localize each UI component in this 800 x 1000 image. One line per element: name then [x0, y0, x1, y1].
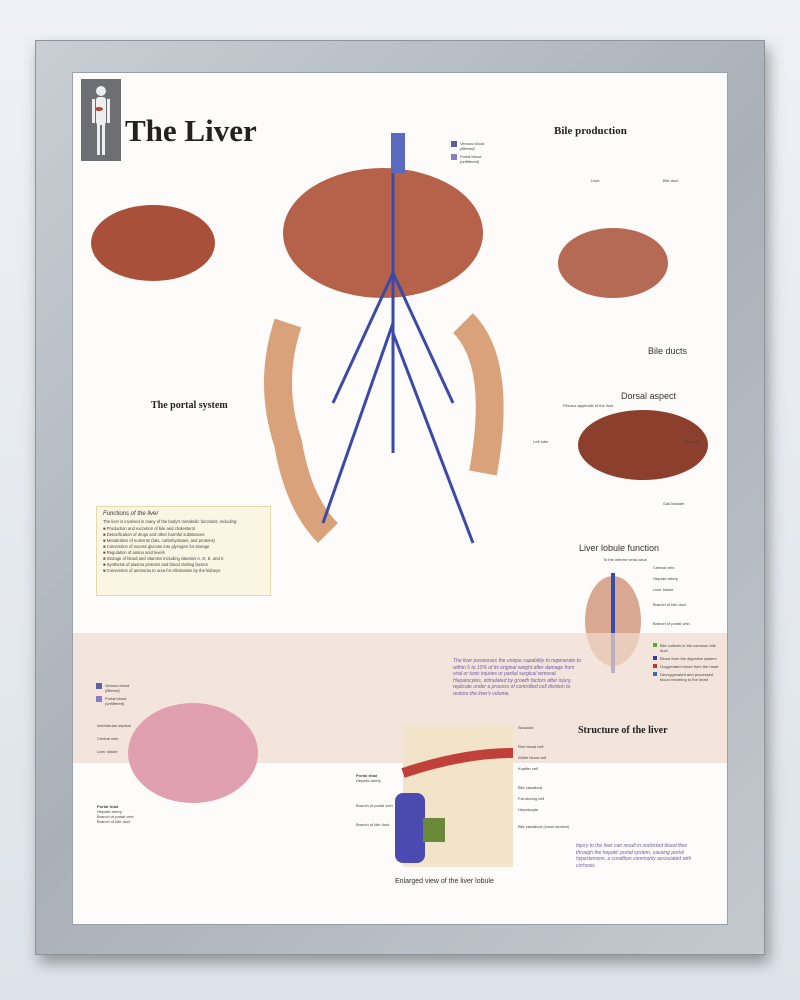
function-item: Storage of blood and vitamins including …	[103, 556, 264, 562]
function-item: Production and excretion of bile and cho…	[103, 526, 264, 532]
functions-intro: The liver is involved in many of the bod…	[103, 519, 238, 524]
intestine-image	[264, 313, 504, 543]
liver-main-image	[283, 168, 483, 298]
liver-front-image	[91, 205, 215, 281]
lobule-label-top: To the inferior vena cava	[603, 557, 647, 562]
enlarged-labels-right: Sinusoid Red blood cell White blood cell…	[518, 725, 570, 829]
function-item: Conversion of excess glucose into glycog…	[103, 544, 264, 550]
legend-left: Venous blood(filtered) Portal blood(unfi…	[96, 683, 129, 709]
portal-vein-image	[321, 143, 475, 544]
dorsal-label: Right lobe	[683, 439, 702, 444]
lobule-cross-section-image	[128, 703, 258, 803]
functions-box: Functions of the liver The liver is invo…	[96, 506, 271, 596]
dorsal-label: Left lobe	[533, 439, 549, 444]
liver-poster: The Liver Venous blood(filtered) Portal …	[72, 72, 728, 925]
function-item: Metabolism of nutrients (fats, carbohydr…	[103, 538, 264, 544]
enlarged-labels-left: Portal triad Hepatic artery Branch of po…	[356, 773, 393, 827]
regeneration-text: The liver possesses the unique capabilit…	[453, 658, 581, 697]
page-title: The Liver	[125, 113, 257, 148]
heading-bile-production: Bile production	[554, 125, 627, 137]
function-item: Synthesis of plasma proteins and blood c…	[103, 562, 264, 568]
dorsal-label: Gall bladder	[663, 501, 685, 506]
bile-ducts-image	[558, 228, 668, 298]
functions-title: Functions of the liver	[103, 511, 159, 517]
bile-ducts-label-duct: Bile duct	[663, 178, 679, 183]
left-labels: Interlobular septum Central vein Liver l…	[97, 723, 134, 824]
function-item: Regulation of amino acid levels	[103, 550, 264, 556]
heading-portal-system: The portal system	[151, 400, 228, 411]
heading-dorsal-aspect: Dorsal aspect	[621, 391, 677, 401]
heading-structure: Structure of the liver	[578, 725, 668, 736]
bile-ducts-label-liver: Liver	[591, 178, 600, 183]
injury-text: Injury to the liver can result in restri…	[576, 843, 692, 869]
lobule-labels: Central vein Hepatic artery Liver lobule…	[653, 565, 690, 626]
function-item: Detoxification of drugs and other harmfu…	[103, 532, 264, 538]
legend-top: Venous blood(filtered) Portal blood(unfi…	[451, 141, 484, 167]
function-item: Conversion of ammonia to urea for elimin…	[103, 568, 264, 574]
dorsal-liver-image	[578, 410, 708, 480]
heading-bile-ducts: Bile ducts	[648, 346, 688, 356]
lobule-legend: Bile collects in the common bile duct Bl…	[653, 643, 723, 685]
dorsal-label: Fibrous appendix of the liver	[563, 403, 614, 408]
body-silhouette-icon	[81, 79, 121, 161]
anatomy-illustrations	[73, 133, 727, 867]
vena-cava-image	[391, 133, 405, 173]
caption-enlarged-view: Enlarged view of the liver lobule	[395, 878, 494, 885]
heading-lobule-function: Liver lobule function	[579, 543, 660, 553]
